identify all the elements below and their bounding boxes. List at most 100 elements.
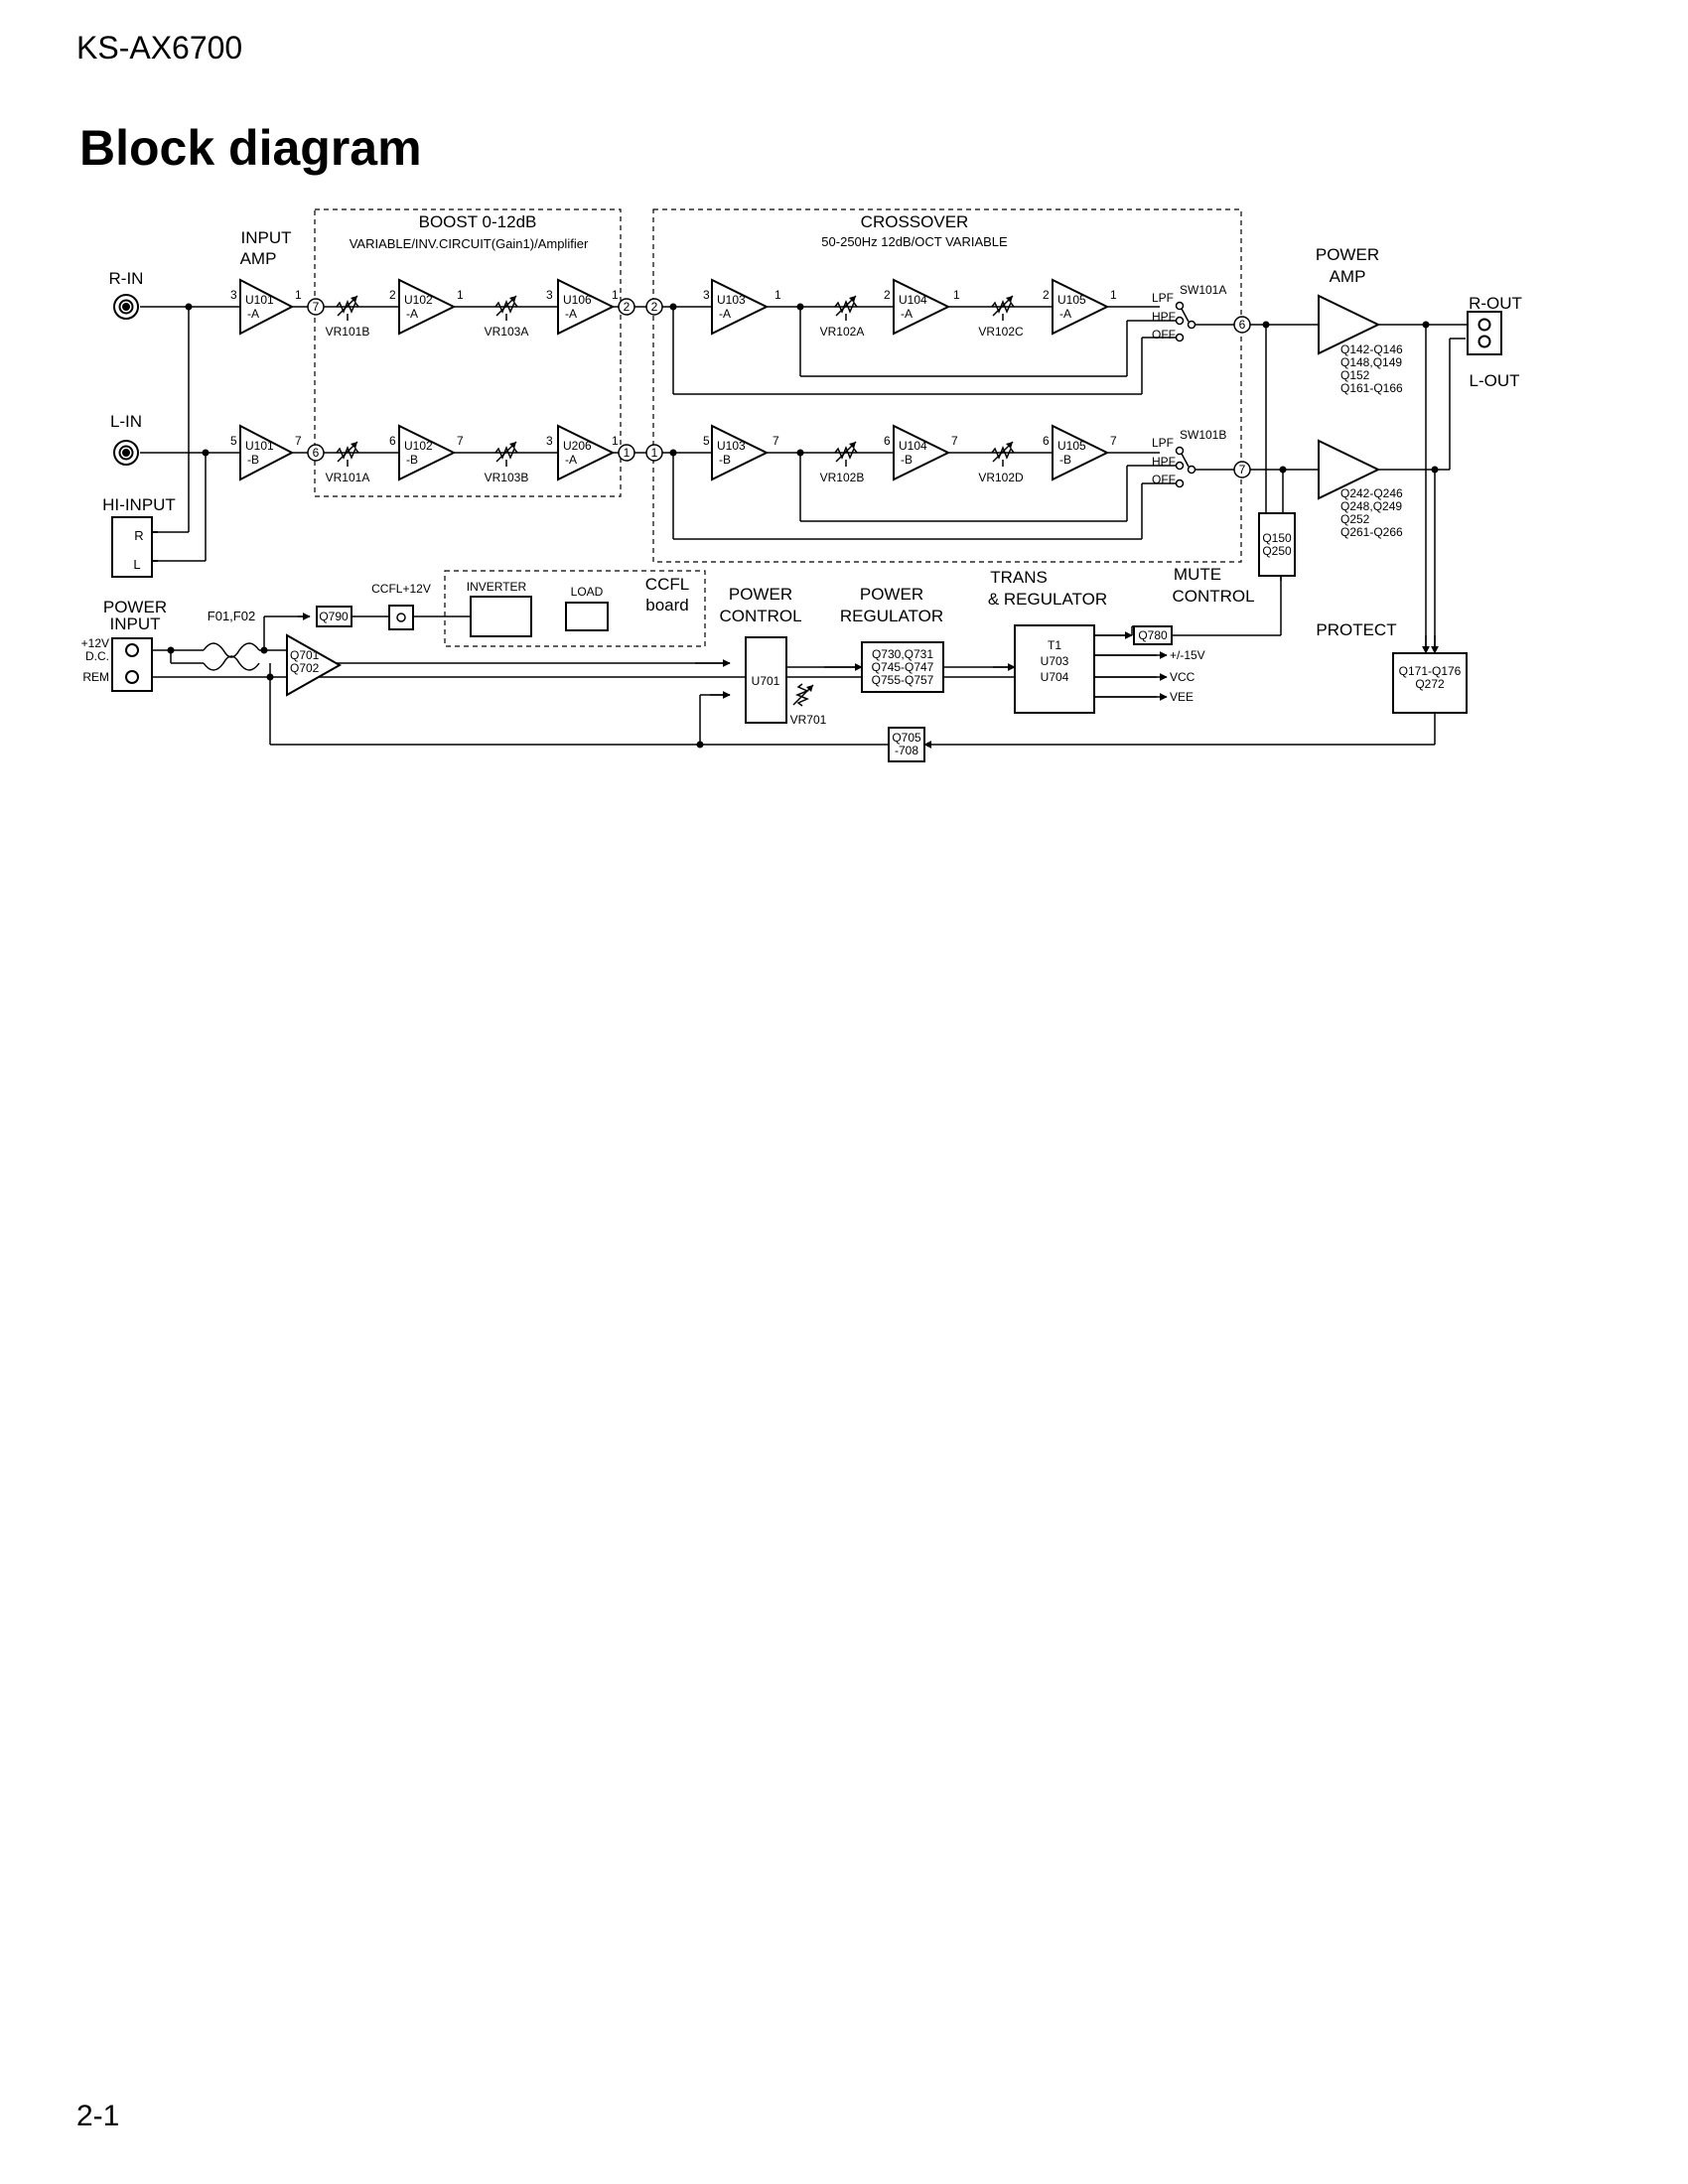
u701-label: U701 — [752, 674, 780, 688]
svg-text:U106: U106 — [563, 293, 592, 307]
svg-text:SW101A: SW101A — [1180, 283, 1226, 297]
q780-label: Q780 — [1138, 628, 1168, 642]
svg-text:U105: U105 — [1057, 439, 1086, 453]
crossover-subtitle: 50-250Hz 12dB/OCT VARIABLE — [821, 234, 1008, 249]
fuse-label: F01,F02 — [208, 609, 255, 623]
svg-text:1: 1 — [612, 288, 619, 302]
q150-box — [1258, 512, 1296, 577]
svg-text:-B: -B — [1059, 453, 1071, 467]
svg-text:3: 3 — [546, 288, 553, 302]
page-title: Block diagram — [79, 120, 422, 176]
svg-text:6: 6 — [1043, 434, 1050, 448]
svg-text:U206: U206 — [563, 439, 592, 453]
svg-text:3: 3 — [230, 288, 237, 302]
q171-label: Q171-Q176 — [1399, 664, 1462, 678]
u103a-amp — [711, 278, 770, 336]
svg-text:VR701: VR701 — [790, 713, 827, 727]
inverter-box — [470, 596, 532, 637]
svg-text:7: 7 — [295, 434, 302, 448]
svg-text:-A: -A — [406, 307, 418, 321]
svg-text:2: 2 — [884, 288, 891, 302]
svg-text:6: 6 — [389, 434, 396, 448]
out-connector — [1467, 311, 1502, 355]
pi-rem: REM — [82, 670, 109, 684]
svg-text:U103: U103 — [717, 293, 746, 307]
power-amp-label-1: POWER — [1316, 245, 1379, 264]
svg-text:1: 1 — [457, 288, 464, 302]
vr-labels: VR101B VR103A VR101A VR103B VR102A VR102… — [326, 325, 1024, 727]
regtr-3: Q755-Q757 — [872, 673, 934, 687]
l-in-jack — [113, 440, 139, 466]
u102a-amp — [398, 278, 457, 336]
svg-text:1: 1 — [624, 446, 631, 460]
svg-text:1: 1 — [953, 288, 960, 302]
svg-text:7: 7 — [457, 434, 464, 448]
q701-label-2: Q702 — [290, 661, 320, 675]
svg-text:-A: -A — [1059, 307, 1071, 321]
node-6a: 6 — [1233, 316, 1251, 334]
u104a-amp — [893, 278, 951, 336]
model-number: KS-AX6700 — [76, 30, 243, 66]
q150-label: Q150 — [1262, 531, 1292, 545]
protect-label: PROTECT — [1316, 620, 1396, 639]
svg-text:U104: U104 — [899, 439, 927, 453]
q250-label: Q250 — [1262, 544, 1292, 558]
svg-text:3: 3 — [546, 434, 553, 448]
l-in-label: L-IN — [110, 412, 142, 431]
regtr-1: Q730,Q731 — [872, 647, 933, 661]
svg-text:VR102A: VR102A — [820, 325, 865, 339]
regulator-box — [861, 641, 944, 693]
svg-text:OFF: OFF — [1152, 328, 1176, 341]
svg-text:6: 6 — [1239, 318, 1246, 332]
fuse-icons — [203, 642, 260, 671]
power-input-label-2: INPUT — [110, 614, 161, 633]
svg-text:2: 2 — [624, 300, 631, 314]
svg-text:2: 2 — [651, 300, 658, 314]
power-regulator-label-1: POWER — [860, 585, 923, 604]
svg-text:7: 7 — [951, 434, 958, 448]
ccfl-label-1: CCFL — [645, 575, 689, 594]
svg-text:Q152: Q152 — [1340, 368, 1370, 382]
pm15-label: +/-15V — [1170, 648, 1205, 662]
svg-text:Q142-Q146: Q142-Q146 — [1340, 342, 1403, 356]
svg-text:2: 2 — [389, 288, 396, 302]
ccfl12v-terminal — [388, 605, 414, 630]
hi-input-r: R — [134, 528, 143, 543]
connectors — [111, 294, 1502, 692]
q705-box — [888, 727, 925, 762]
node-7a: 7 — [307, 298, 325, 316]
power-amp-label-2: AMP — [1330, 267, 1366, 286]
svg-text:1: 1 — [774, 288, 781, 302]
power-input-connector — [111, 637, 153, 692]
switch-labels: SW101A LPF HPF OFF SW101B LPF HPF OFF — [1152, 283, 1226, 486]
r-in-jack — [113, 294, 139, 320]
svg-text:U102: U102 — [404, 439, 433, 453]
arrows — [298, 537, 1439, 749]
svg-text:2: 2 — [1043, 288, 1050, 302]
input-amp-label-1: INPUT — [241, 228, 292, 247]
ccfl-label-2: board — [645, 596, 688, 614]
u206a-amp — [557, 424, 616, 481]
protect-box — [1392, 652, 1468, 714]
input-amp-label-2: AMP — [240, 249, 277, 268]
mute-control-label-1: MUTE — [1174, 565, 1221, 584]
svg-text:1: 1 — [1110, 288, 1117, 302]
svg-text:OFF: OFF — [1152, 473, 1176, 486]
rect-blocks — [316, 512, 1468, 762]
u106a-amp — [557, 278, 616, 336]
svg-text:U101: U101 — [245, 293, 274, 307]
dashed-boxes — [314, 208, 1242, 647]
node-2a: 2 — [618, 298, 635, 316]
vee-label: VEE — [1170, 690, 1194, 704]
svg-text:7: 7 — [1110, 434, 1117, 448]
svg-text:7: 7 — [313, 300, 320, 314]
vcc-label: VCC — [1170, 670, 1196, 684]
svg-text:5: 5 — [230, 434, 237, 448]
svg-text:VR103B: VR103B — [485, 471, 529, 484]
svg-text:1: 1 — [651, 446, 658, 460]
svg-text:U105: U105 — [1057, 293, 1086, 307]
r-out-label: R-OUT — [1469, 294, 1522, 313]
q780-box — [1133, 625, 1173, 645]
power-control-label-1: POWER — [729, 585, 792, 604]
